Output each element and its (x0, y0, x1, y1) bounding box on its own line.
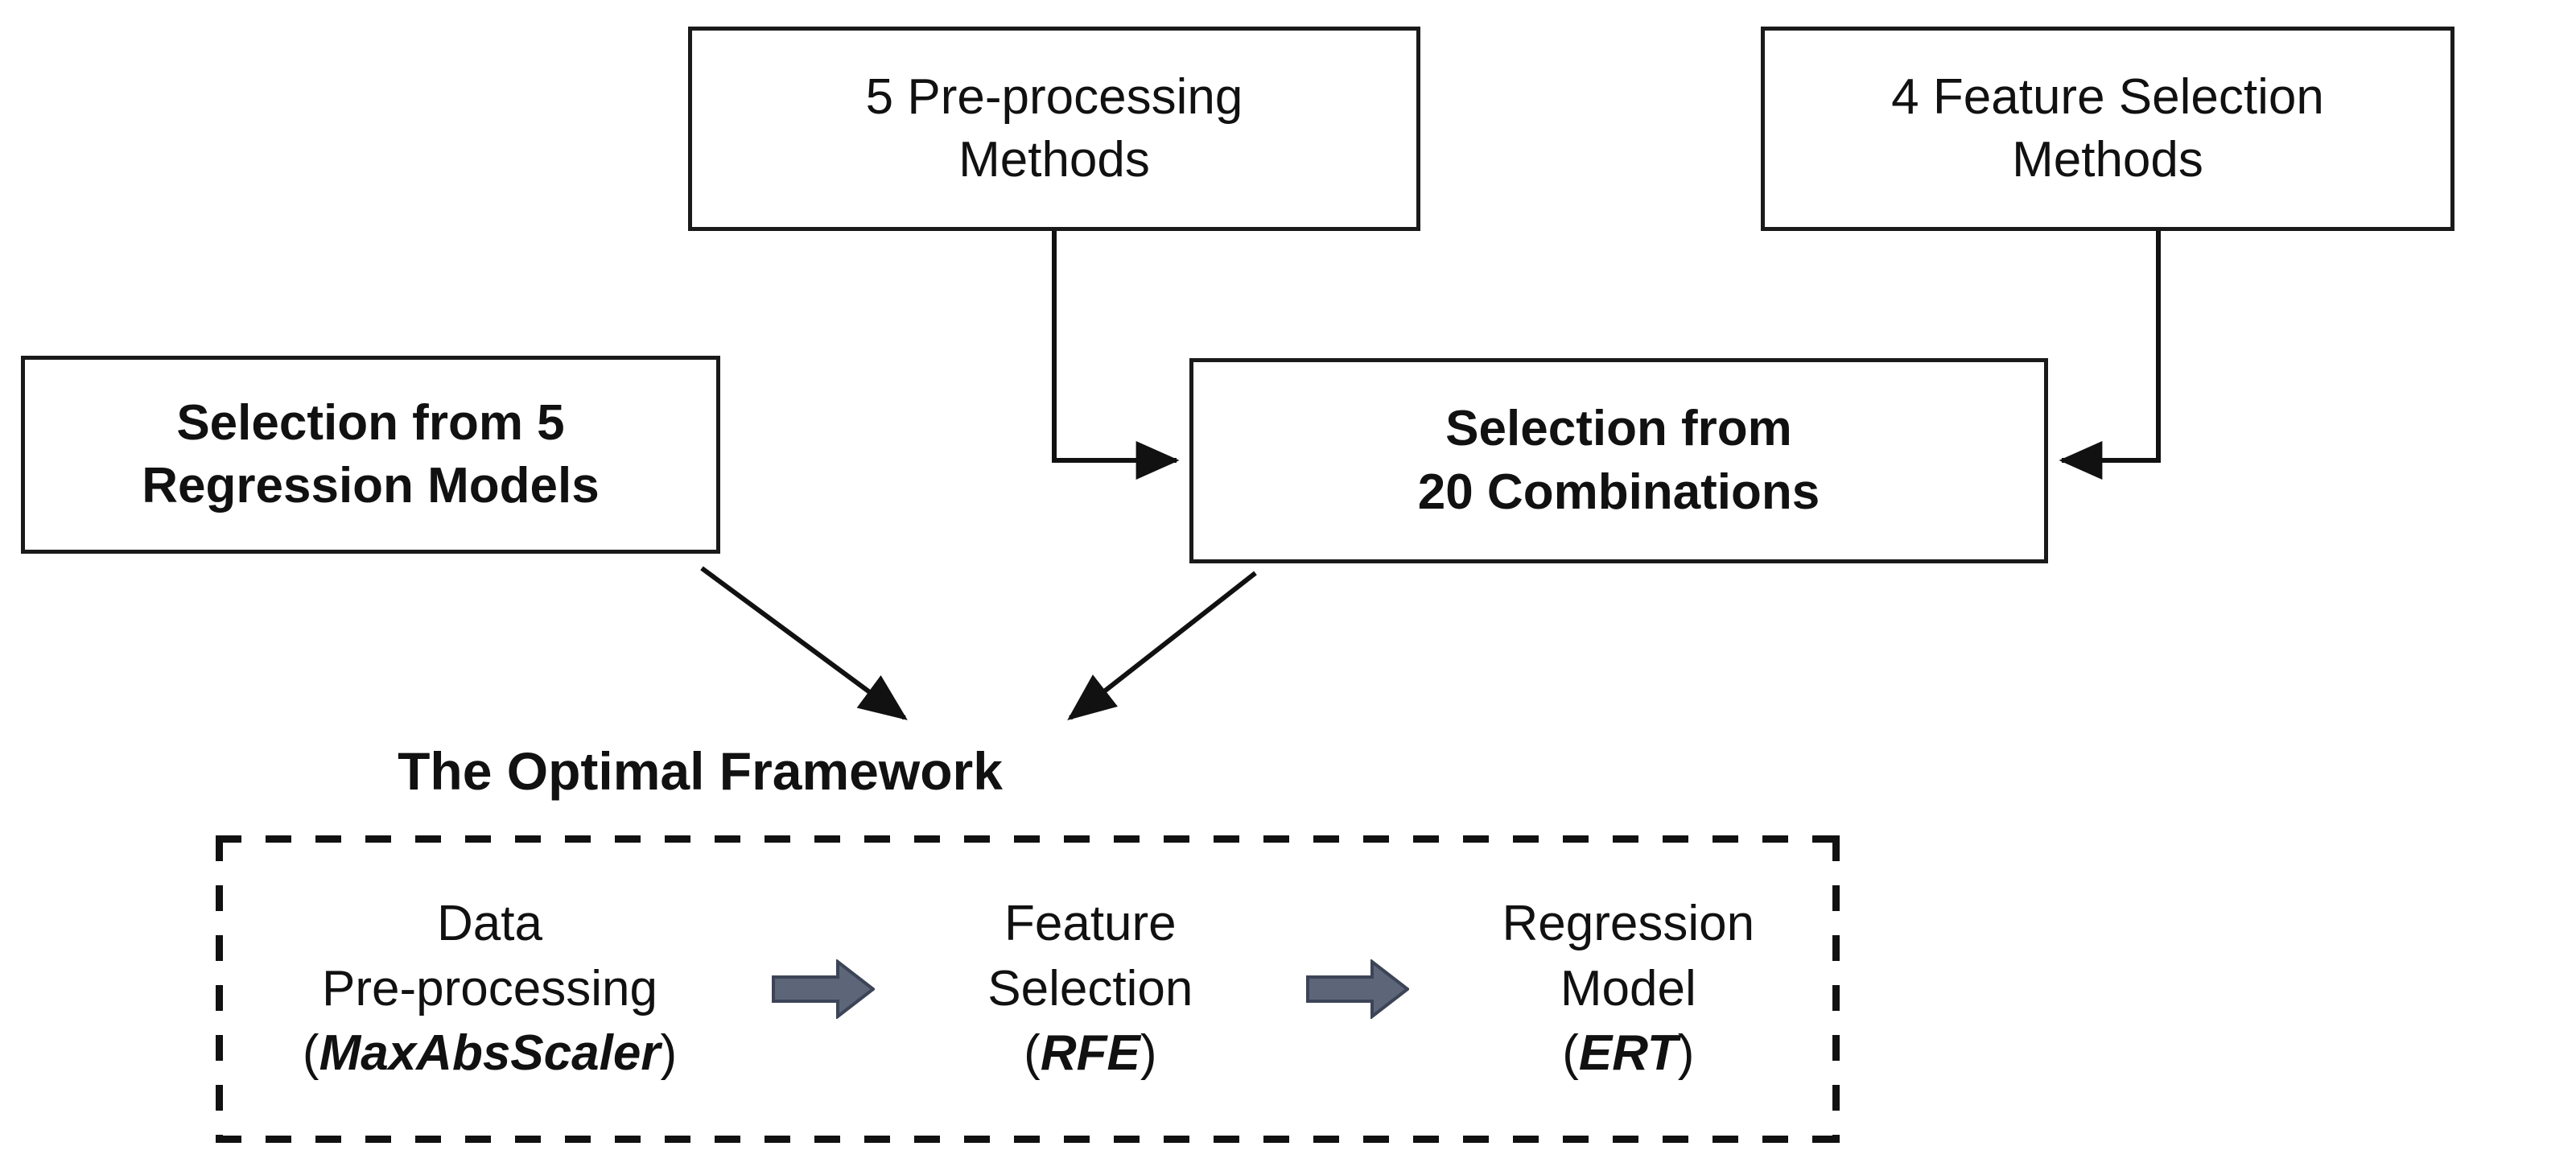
framework-title: The Optimal Framework (398, 741, 1003, 801)
framework-pipeline: Data Pre-processing (MaxAbsScaler) Featu… (216, 835, 1840, 1143)
stage-data-preprocessing-method-line: (MaxAbsScaler) (216, 1021, 764, 1086)
stage-regression-model-open-paren: ( (1562, 1025, 1579, 1082)
stage-feature-selection-line-2: Selection (987, 960, 1193, 1016)
stage-data-preprocessing-line-2: Pre-processing (322, 960, 657, 1016)
stage-feature-selection-open-paren: ( (1024, 1025, 1041, 1082)
stage-feature-selection[interactable]: Feature Selection (RFE) (883, 892, 1298, 1086)
right-block-arrow-icon (772, 959, 876, 1019)
dashed-border-bottom (216, 1136, 1840, 1143)
stage-data-preprocessing-open-paren: ( (302, 1025, 319, 1082)
node-selection-from-regression-models[interactable]: Selection from 5 Regression Models (21, 356, 720, 554)
node-selection-from-combinations[interactable]: Selection from 20 Combinations (1189, 358, 2048, 563)
optimal-framework-box: Data Pre-processing (MaxAbsScaler) Featu… (216, 835, 1840, 1143)
stage-regression-model-close-paren: ) (1677, 1025, 1695, 1082)
connector-hit-regressionmodels-to-framework (700, 563, 909, 724)
node-preprocessing-methods-line-1: 5 Pre-processing (865, 68, 1243, 125)
node-feature-selection-methods[interactable]: 4 Feature Selection Methods (1761, 27, 2454, 231)
dashed-border-left (216, 835, 223, 1143)
stage-data-preprocessing-method: MaxAbsScaler (319, 1025, 661, 1082)
connector-hit-combinations-to-framework (1066, 563, 1259, 724)
node-preprocessing-methods[interactable]: 5 Pre-processing Methods (688, 27, 1420, 231)
stage-regression-model-line-1: Regression (1502, 896, 1755, 952)
stage-data-preprocessing-line-1: Data (437, 896, 542, 952)
stage-regression-model-method: ERT (1578, 1025, 1678, 1082)
dashed-border-top (216, 835, 1840, 843)
stage-data-preprocessing-close-paren: ) (660, 1025, 678, 1082)
node-selection-from-combinations-line-2: 20 Combinations (1417, 464, 1820, 520)
dashed-border-right (1832, 835, 1840, 1143)
node-selection-from-combinations-line-1: Selection from (1445, 401, 1792, 457)
node-selection-from-regression-models-line-1: Selection from 5 (176, 394, 565, 451)
stage-feature-selection-method: RFE (1040, 1025, 1140, 1082)
stage-feature-selection-close-paren: ) (1140, 1025, 1157, 1082)
node-feature-selection-methods-line-1: 4 Feature Selection (1891, 68, 2324, 125)
stage-feature-selection-line-1: Feature (1004, 896, 1177, 952)
stage-regression-model[interactable]: Regression Model (ERT) (1417, 892, 1840, 1086)
node-preprocessing-methods-line-2: Methods (958, 132, 1150, 188)
node-selection-from-regression-models-line-2: Regression Models (142, 458, 600, 513)
stage-regression-model-line-2: Model (1560, 960, 1696, 1016)
right-block-arrow-icon (1305, 959, 1409, 1019)
stage-regression-model-method-line: (ERT) (1417, 1021, 1840, 1086)
node-feature-selection-methods-line-2: Methods (2012, 132, 2203, 188)
stage-data-preprocessing[interactable]: Data Pre-processing (MaxAbsScaler) (216, 892, 764, 1086)
connector-hit-preprocessing-to-combinations (1030, 231, 1191, 472)
stage-feature-selection-method-line: (RFE) (883, 1021, 1298, 1086)
connector-hit-featureselection-to-combinations (2044, 231, 2181, 472)
